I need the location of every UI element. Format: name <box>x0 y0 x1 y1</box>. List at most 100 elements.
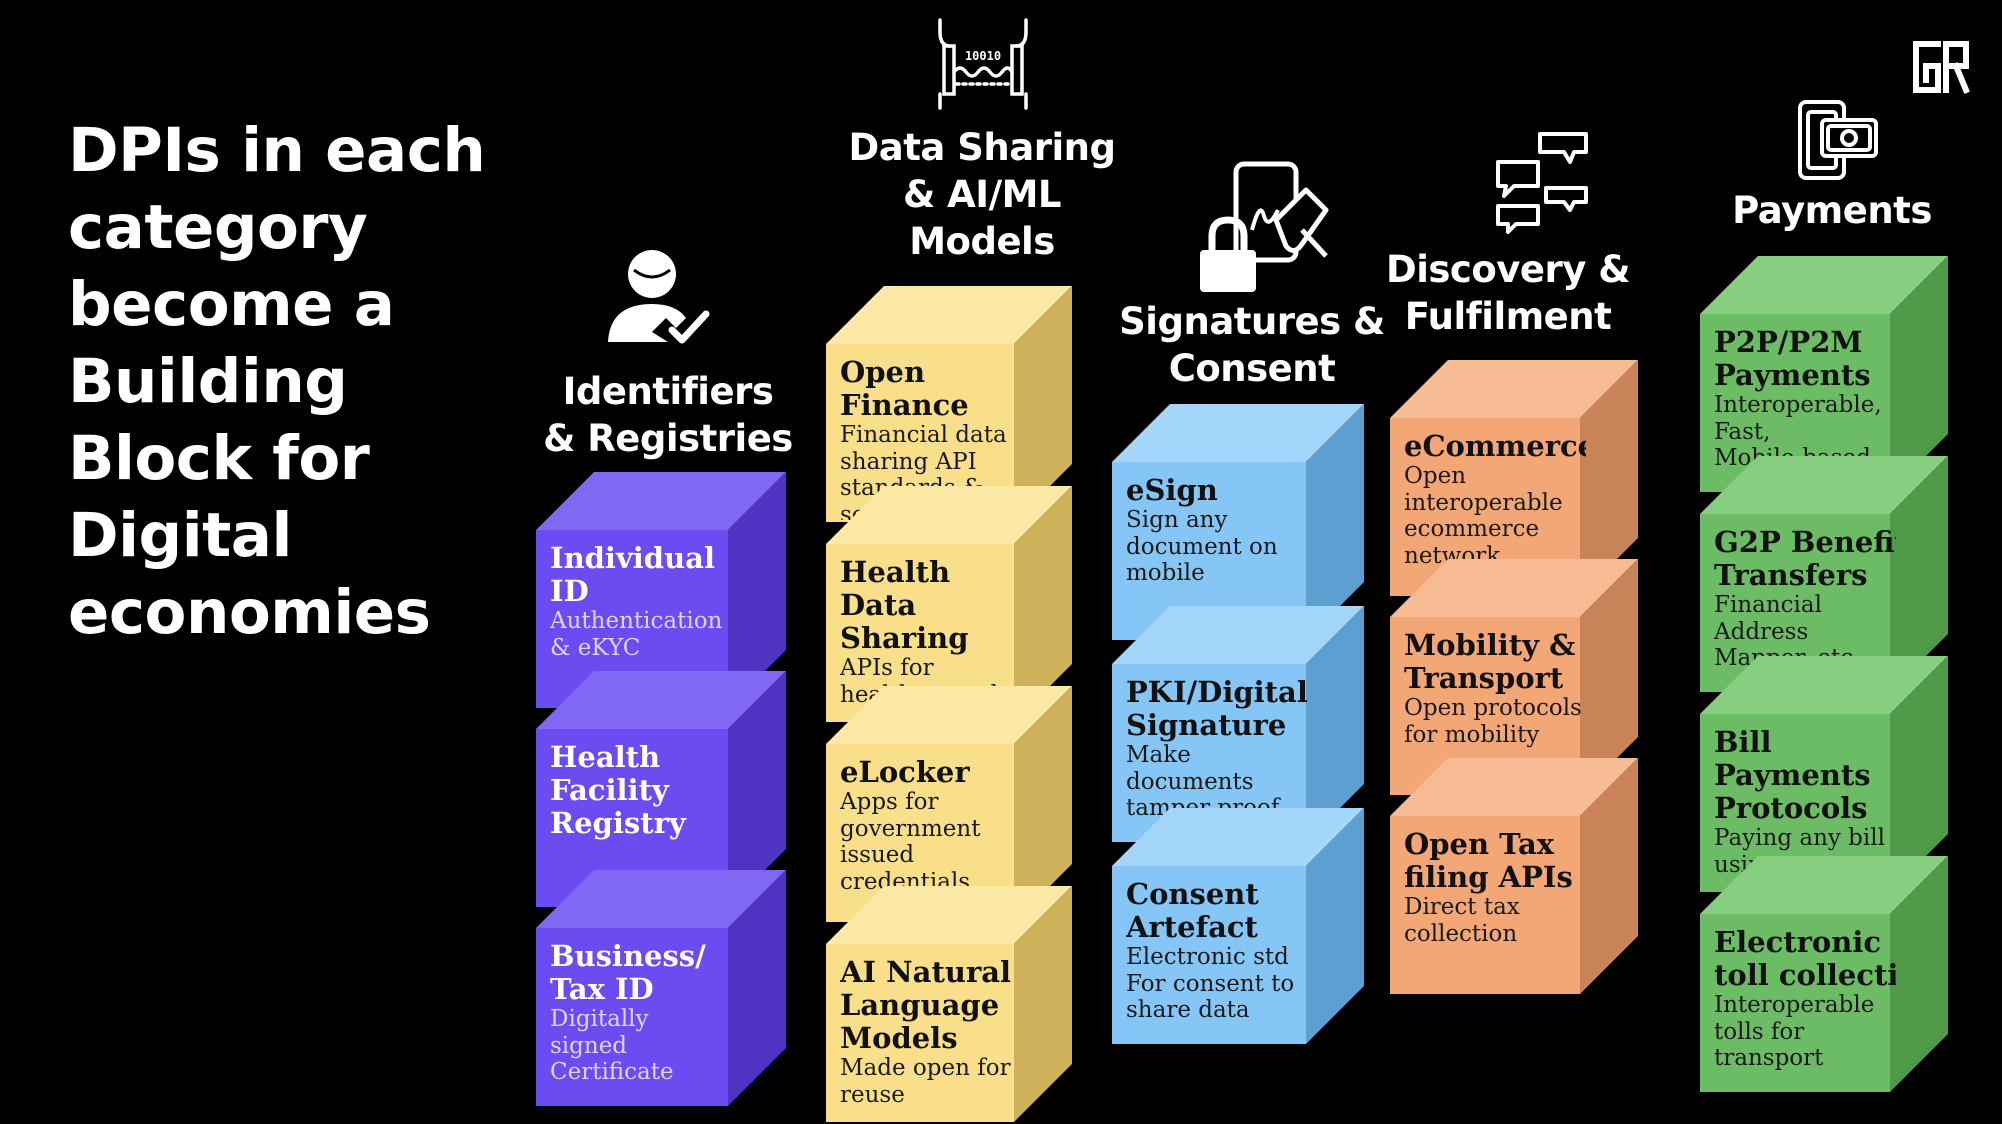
block-title-line: Business/ <box>550 940 706 973</box>
block-description: Authentication& eKYC <box>550 608 734 661</box>
block-description-line: Certificate <box>550 1059 674 1085</box>
block-description-line: for mobility <box>1404 721 1540 748</box>
building-block-signatures: PKI/DigitalSignatureMakedocumentstamper … <box>1112 606 1364 842</box>
column-title-identifiers: Identifiers& Registries <box>498 368 838 462</box>
block-top-face <box>1112 606 1364 664</box>
block-shape <box>536 870 786 1106</box>
block-title-line: Individual <box>550 542 715 575</box>
block-side-face <box>1890 256 1948 492</box>
svg-text:10010: 10010 <box>965 49 1001 63</box>
headline-line: Digital <box>68 500 292 571</box>
block-title-line: Finance <box>840 388 969 422</box>
block-title-line: Facility <box>550 773 669 807</box>
block-title-line: Transport <box>1404 661 1564 695</box>
column-title-signatures: Signatures &Consent <box>1082 298 1422 392</box>
block-shape <box>1700 656 1948 892</box>
block-text: PKI/DigitalSignatureMakedocumentstamper … <box>1126 676 1312 840</box>
block-description-line: APIs for <box>840 655 934 681</box>
block-description-line: Financial data <box>840 422 1007 448</box>
block-title-line: AI Natural <box>840 956 1012 989</box>
block-title-line: Transfers <box>1714 558 1868 592</box>
headline-line: DPIs in each <box>68 115 486 186</box>
block-top-face <box>1700 456 1948 514</box>
column-title-line: Fulfilment <box>1404 295 1612 338</box>
block-description-line: Fast, <box>1714 418 1771 445</box>
headline-line: become a <box>68 269 395 340</box>
block-side-face <box>1306 606 1364 842</box>
block-description-line: signed <box>550 1032 628 1059</box>
block-description-line: Direct tax <box>1404 894 1520 920</box>
block-description-line: Digitally <box>550 1006 649 1032</box>
block-title-line: eCommerce <box>1404 430 1586 463</box>
block-title-line: Payments <box>1714 758 1871 792</box>
block-top-face <box>1700 656 1948 714</box>
block-title-line: PKI/Digital <box>1126 676 1308 709</box>
block-description-line: collection <box>1404 920 1518 947</box>
tablet-sign-lock-icon <box>1200 161 1329 292</box>
column-title-line: Payments <box>1732 189 1932 232</box>
block-title-line: Models <box>840 1021 958 1055</box>
block-top-face <box>1390 360 1638 418</box>
block-title-line: G2P Benefit <box>1714 526 1896 559</box>
headline-line: Building <box>68 346 348 417</box>
mobile-payment-icon <box>1798 100 1878 180</box>
block-description-line: Open <box>1404 463 1467 489</box>
block-title: Mobility &Transport <box>1404 629 1586 695</box>
block-side-face <box>728 870 786 1106</box>
column-title-line: Discovery & <box>1386 248 1631 291</box>
block-side-face <box>1014 486 1072 722</box>
block-title-line: Consent <box>1126 878 1259 911</box>
column-title-line: Consent <box>1168 347 1336 390</box>
block-title-line: Electronic <box>1714 926 1882 959</box>
block-top-face <box>826 286 1072 344</box>
block-title-line: Sharing <box>840 621 969 655</box>
block-description-line: issued <box>840 842 915 868</box>
block-description-line: mobile <box>1126 560 1205 586</box>
block-title-line: filing APIs <box>1404 860 1573 894</box>
block-description-line: transport <box>1714 1045 1824 1071</box>
block-front-face <box>1112 866 1306 1044</box>
block-top-face <box>826 686 1072 744</box>
block-title-line: Mobility & <box>1404 629 1576 662</box>
block-top-face <box>1112 808 1364 866</box>
column-title-line: Models <box>909 220 1055 263</box>
block-title-line: Health <box>840 556 951 589</box>
block-title-line: Artefact <box>1126 910 1258 944</box>
block-title: eLocker <box>840 756 1020 789</box>
block-front-face <box>826 944 1014 1122</box>
block-description-line: Sign any <box>1126 507 1228 533</box>
column-title-line: Signatures & <box>1119 300 1385 343</box>
block-description-line: & eKYC <box>550 634 641 661</box>
block-title-line: Language <box>840 988 1000 1022</box>
block-title: eSign <box>1126 474 1312 507</box>
block-front-face <box>1390 816 1580 994</box>
block-top-face <box>536 671 786 729</box>
